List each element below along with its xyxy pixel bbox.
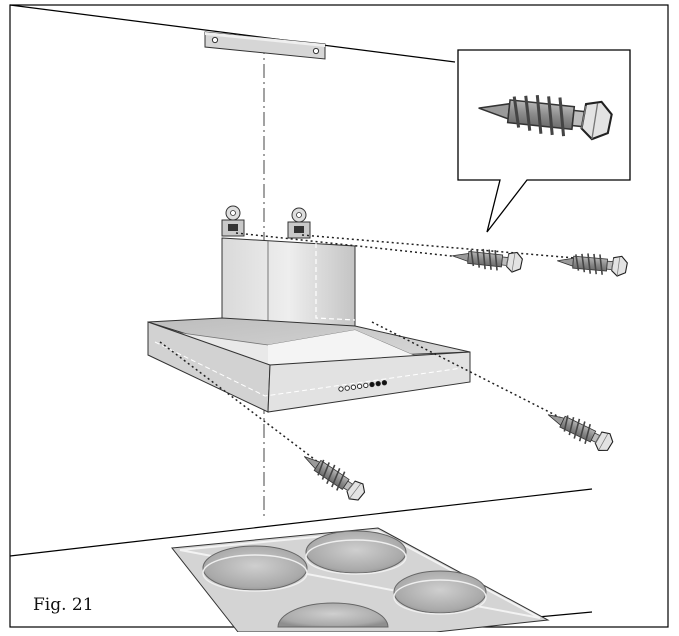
control-button-icon xyxy=(338,386,344,392)
control-button-icon xyxy=(344,385,350,391)
worktop-back-edge xyxy=(9,488,593,557)
control-button-icon xyxy=(350,384,357,390)
ceiling-bracket-icon xyxy=(204,31,326,60)
control-button-icon xyxy=(369,381,375,388)
screw-icon xyxy=(555,250,629,278)
screw-icon xyxy=(297,447,369,505)
cooktop-icon xyxy=(171,527,550,633)
label-backdrop xyxy=(12,582,142,625)
wall-bracket-icon xyxy=(221,205,245,237)
control-button-icon xyxy=(356,383,363,389)
figure-label: Fig. 21 xyxy=(33,595,94,615)
chimney-duct xyxy=(221,237,356,331)
detail-callout xyxy=(457,49,631,233)
screw-paths xyxy=(159,232,576,466)
screw-icon xyxy=(542,404,617,456)
control-button-icon xyxy=(375,380,381,387)
control-button-icon xyxy=(381,380,388,386)
control-button-icon xyxy=(363,382,369,389)
wall-bracket-icon xyxy=(287,207,311,239)
hood-canopy xyxy=(147,317,471,413)
control-panel xyxy=(338,380,388,392)
ceiling-line xyxy=(9,4,456,63)
